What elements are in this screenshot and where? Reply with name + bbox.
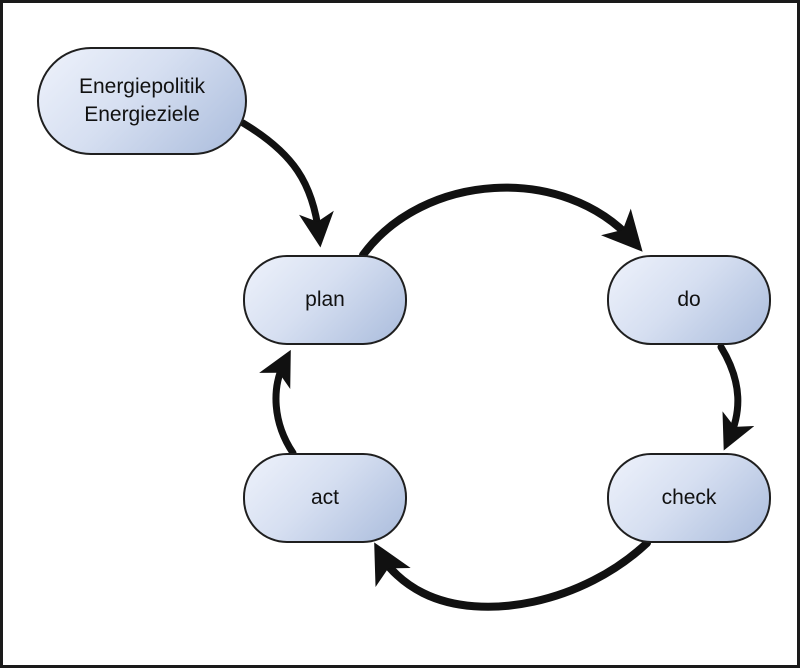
node-energy-policy-line1: Energiepolitik (78, 74, 206, 98)
arrow-act-to-plan (259, 349, 297, 457)
node-check: check (607, 453, 771, 543)
node-plan-label: plan (305, 287, 345, 311)
arrow-policy-to-plan (239, 119, 334, 248)
node-energy-policy-line2: Energieziele (84, 103, 200, 126)
node-plan: plan (243, 255, 407, 345)
arrow-check-to-act (374, 539, 651, 611)
node-check-label: check (661, 485, 717, 509)
arrows-layer (239, 119, 755, 611)
node-act: act (243, 453, 407, 543)
node-do: do (607, 255, 771, 345)
arrow-plan-to-do (359, 183, 643, 259)
node-do-label: do (677, 287, 701, 311)
node-act-label: act (310, 485, 339, 509)
node-energy-policy: Energiepolitik Energieziele (37, 47, 247, 155)
arrow-do-to-check (717, 343, 755, 451)
